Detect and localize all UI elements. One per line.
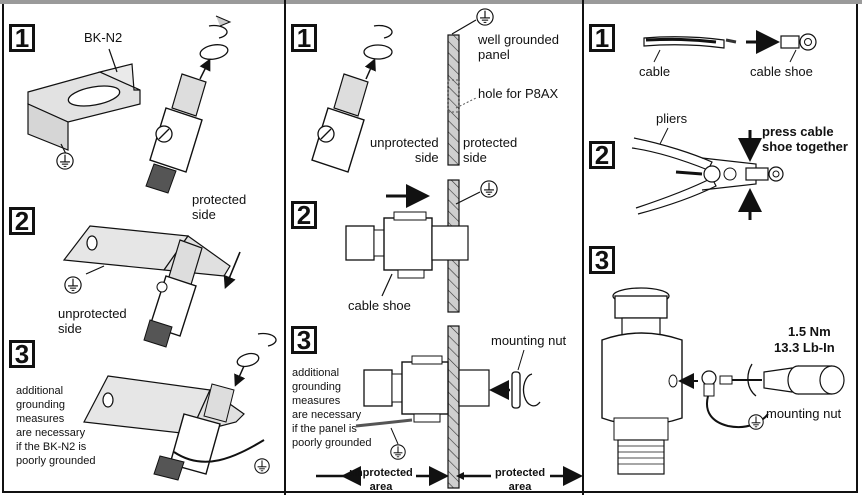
step-number: 1 [291,24,317,52]
unprotected-area-label: unprotected area [349,467,413,493]
grounding-note: additional grounding measures are necess… [16,385,96,467]
panel-bracket-mounting: 1 BK-N2 2 protected side unprotected sid… [4,4,284,493]
torque-nm: 1.5 Nm [788,324,831,339]
hole-label: hole for P8AX [478,86,559,101]
bracket-label: BK-N2 [84,30,123,45]
ground-symbol-icon [748,414,764,430]
step-number: 3 [291,326,317,354]
mounting-panel [447,325,460,489]
mounting-nut-label: mounting nut [491,333,567,348]
panel-divider [582,0,584,495]
step-number: 2 [9,207,35,235]
pliers [631,137,757,215]
step-number: 3 [589,246,615,274]
press-instruction: press cable shoe together [762,124,848,154]
ground-symbol-icon [480,180,498,198]
cable-label: cable [639,64,671,79]
ground-symbol-icon [476,8,494,26]
torque-lbin: 13.3 Lb-In [774,340,835,355]
bracket-bk-n2 [27,48,141,155]
cable-shoe [745,167,769,181]
arrester-side-screw [601,287,683,475]
panel-panel-mounting: 1 well grounded panel hole for P8AX unpr… [286,4,583,493]
bracket-grounding [83,332,277,481]
panel-divider [284,0,286,495]
step-number: 2 [589,141,615,169]
ground-symbol-icon [390,444,406,460]
arrester-mounted [355,349,541,445]
cable-shoe-label: cable shoe [348,298,411,313]
step-number: 1 [9,24,35,52]
panel-label: well grounded panel [478,32,559,62]
step-number: 1 [589,24,615,52]
mounting-nut [511,371,521,409]
panel-grounding-cable: 1 cable cable shoe 2 pliers press cable … [584,4,856,493]
figure-frame [2,4,858,493]
ground-symbol-icon [64,276,82,294]
cable-shoe-label: cable shoe [750,64,813,79]
ground-symbol-icon [56,152,74,170]
mounting-nut-label: mounting nut [766,406,842,421]
mounting-panel [447,34,460,166]
arrester-device [145,15,232,194]
cable-shoe [780,35,800,49]
step-number: 2 [291,201,317,229]
unprotected-side-label: unprotected side [58,306,127,336]
protected-area-label: protected area [494,467,546,493]
grounding-note: additional grounding measures are necess… [292,367,372,449]
step-number: 3 [9,340,35,368]
grounding-cable-illustration [601,30,845,475]
bracket-illustration [27,15,277,481]
protected-side-label: protected side [192,192,247,222]
panel-mounting-illustration [311,8,583,489]
screwdriver [763,365,845,395]
protected-side-label: protected side [463,135,518,165]
top-strip [0,0,862,4]
pliers-label: pliers [656,111,688,126]
unprotected-side-label: unprotected side [370,135,439,165]
ground-symbol-icon [254,458,270,474]
bracket-with-arrester [62,225,241,348]
arrester-side-view [345,211,469,297]
arrester-device [311,24,393,173]
